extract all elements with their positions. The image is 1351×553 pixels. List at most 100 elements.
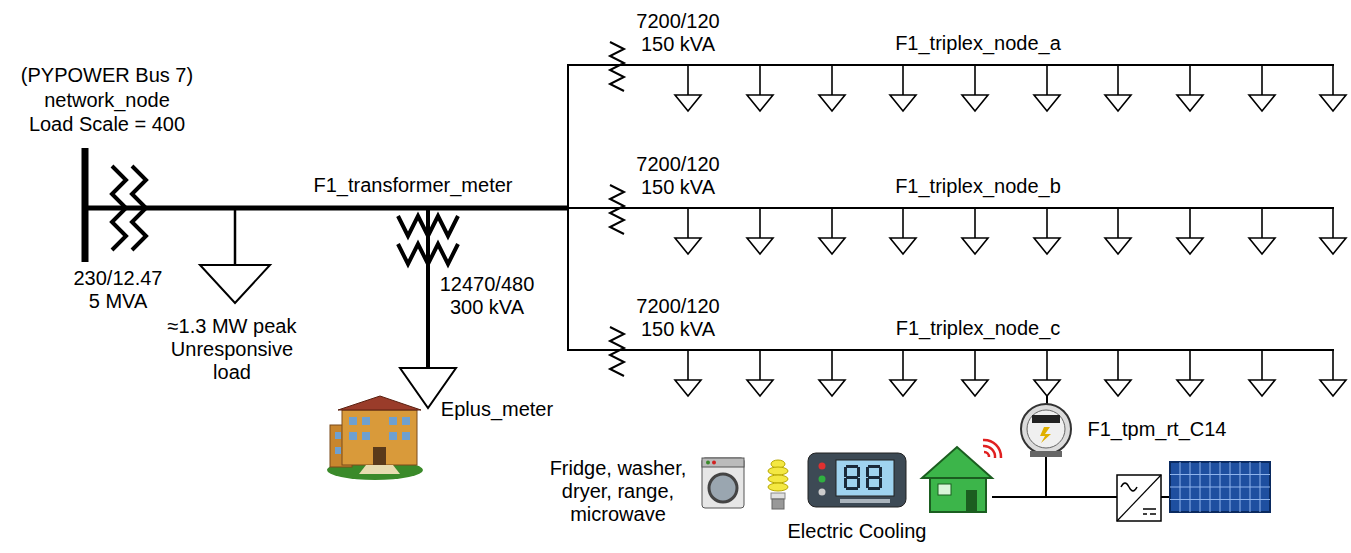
house-load <box>1105 208 1131 254</box>
house-load <box>890 208 916 254</box>
bus-bar <box>85 148 86 262</box>
washer-icon <box>709 474 737 502</box>
building-icon <box>389 432 397 440</box>
inverter-icon <box>1150 513 1156 515</box>
thermostat-icon <box>844 467 847 477</box>
text-label: network_node <box>42 89 172 112</box>
washer-icon <box>702 458 744 467</box>
house-load <box>1249 65 1275 111</box>
thermostat-icon <box>866 467 869 477</box>
lightbulb-icon <box>768 475 788 483</box>
inverter-icon <box>1117 475 1161 521</box>
house-load <box>1249 350 1275 396</box>
text-label: 12470/480 300 kVA <box>432 273 542 319</box>
house-load <box>962 65 988 111</box>
house-load <box>675 350 701 396</box>
building-icon <box>349 432 357 440</box>
house-icon <box>922 447 992 478</box>
thermostat-icon <box>819 463 826 470</box>
text-label: Electric Cooling <box>786 520 929 543</box>
washer-icon <box>706 461 710 465</box>
thermostat-icon <box>846 487 858 490</box>
text-label: 7200/120 150 kVA <box>628 10 728 56</box>
building-icon <box>349 417 357 425</box>
unresponsive-load <box>234 208 237 265</box>
washer-icon <box>712 461 716 465</box>
building-transformer <box>398 244 458 264</box>
service-transformer <box>610 185 624 234</box>
electric-meter-icon <box>1032 415 1060 423</box>
house-wiring <box>1161 496 1170 498</box>
service-transformer <box>610 42 624 376</box>
house-load <box>819 208 845 254</box>
building-icon <box>335 432 341 439</box>
lightbulb-icon <box>772 499 784 509</box>
house-load <box>819 350 845 396</box>
house-icon <box>930 476 986 512</box>
thermostat-icon <box>819 476 826 483</box>
house-load <box>962 208 988 254</box>
service-transformer <box>610 42 624 91</box>
thermostat-icon <box>844 478 847 488</box>
text-label: Load Scale = 400 <box>27 113 187 136</box>
building-icon <box>359 465 400 474</box>
thermostat-icon <box>819 489 826 496</box>
thermostat-icon <box>846 476 858 479</box>
house-load <box>747 350 773 396</box>
building-icon <box>342 410 417 465</box>
feeder-wire <box>568 349 1334 351</box>
thermostat-icon <box>857 467 860 477</box>
text-label: 7200/120 150 kVA <box>628 153 728 199</box>
house-load <box>1034 65 1060 111</box>
feeder-wire <box>85 64 1334 351</box>
solar-panel-icon <box>1170 462 1270 512</box>
inverter-icon <box>1117 475 1161 521</box>
house-icon <box>966 490 977 512</box>
inverter-icon <box>1143 508 1156 510</box>
building-icon <box>338 396 421 410</box>
house-load <box>675 65 1346 396</box>
thermostat-icon <box>840 499 890 503</box>
house-load <box>890 65 916 111</box>
thermostat-icon <box>836 460 894 496</box>
unresponsive-load <box>200 265 270 303</box>
washer-icon <box>702 458 744 508</box>
text-label: F1_triplex_node_b <box>893 175 1063 198</box>
building-icon <box>402 432 410 440</box>
solar-panel-icon <box>1170 462 1270 512</box>
text-label: 7200/120 150 kVA <box>628 295 728 341</box>
thermostat-icon <box>879 478 882 488</box>
text-label: F1_triplex_node_c <box>894 317 1063 340</box>
house-load <box>1105 65 1131 111</box>
text-label: F1_tpm_rt_C14 <box>1086 418 1229 441</box>
solar-panel-icon <box>1170 462 1270 512</box>
house-load <box>747 65 773 111</box>
text-label: (PYPOWER Bus 7) <box>19 64 195 87</box>
lightbulb-icon <box>768 467 788 475</box>
house-load <box>962 350 988 396</box>
thermostat-icon <box>868 476 880 479</box>
bus-bar <box>82 148 89 262</box>
text-label: Fridge, washer, dryer, range, microwave <box>538 457 698 526</box>
building-icon <box>389 417 397 425</box>
house-load <box>1177 350 1203 396</box>
house-load <box>1320 350 1346 396</box>
house-load <box>819 65 845 111</box>
electric-meter-icon <box>1030 451 1062 457</box>
text-label: F1_triplex_node_a <box>893 32 1063 55</box>
building-icon <box>373 447 386 465</box>
thermostat-icon <box>808 453 906 507</box>
feeder-wire <box>568 64 1334 66</box>
electric-meter-icon <box>1021 404 1071 457</box>
feeder-wire <box>85 206 568 211</box>
inverter-icon <box>1143 513 1147 515</box>
text-label: Eplus_meter <box>439 398 555 421</box>
house-icon <box>922 440 1001 512</box>
house-load <box>1249 208 1275 254</box>
building-icon <box>327 396 423 480</box>
inverter-icon <box>1121 483 1137 491</box>
house-load <box>1320 208 1346 254</box>
house-load <box>890 350 916 396</box>
house-wiring <box>1046 396 1048 404</box>
service-transformer <box>610 327 624 376</box>
